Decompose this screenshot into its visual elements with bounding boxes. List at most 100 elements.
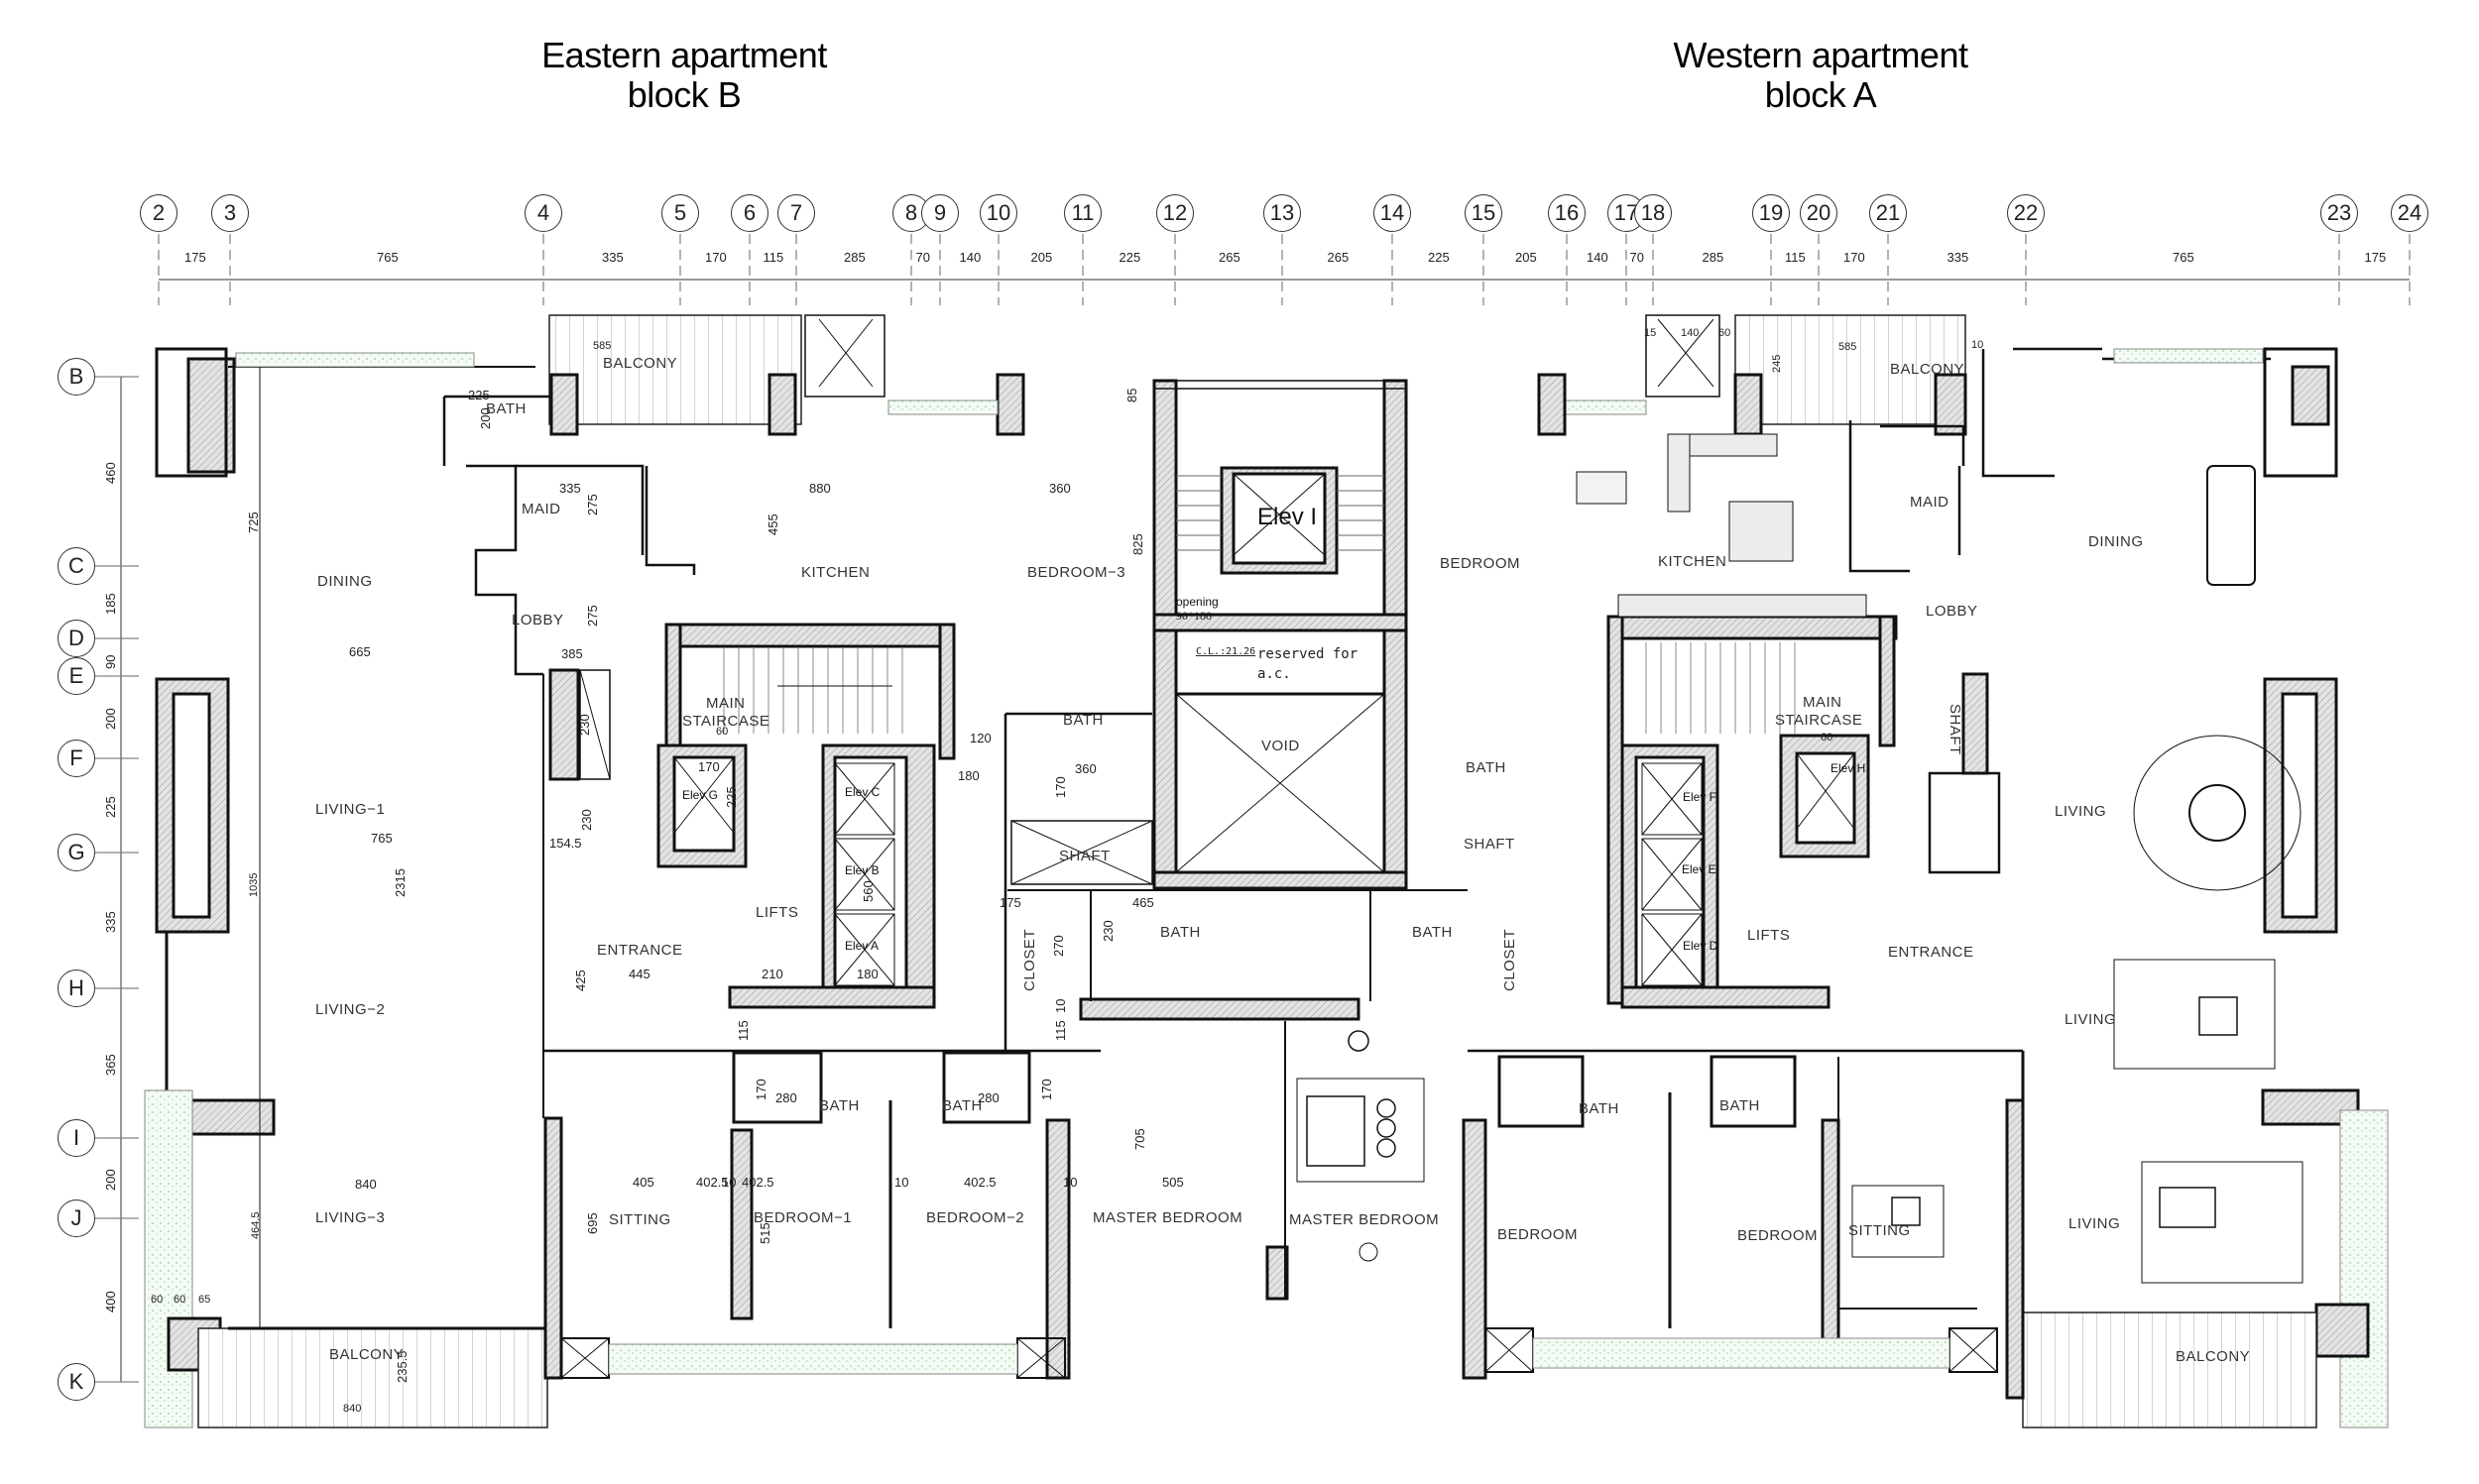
grid-column-bubble: 7 xyxy=(777,194,815,232)
grid-column-bubble: 14 xyxy=(1373,194,1411,232)
room-label: BALCONY xyxy=(603,355,678,372)
dimension-label: 725 xyxy=(246,512,261,533)
elevator-i-label: Elev I xyxy=(1257,504,1318,530)
room-label: LIFTS xyxy=(756,904,799,921)
grid-column-spacing: 265 xyxy=(1219,250,1240,265)
grid-column-bubble: 21 xyxy=(1869,194,1907,232)
room-label: CLOSET xyxy=(1021,928,1038,991)
grid-row-bubble: K xyxy=(58,1363,95,1401)
dimension-label: 170 xyxy=(754,1079,768,1100)
dimension-label: 425 xyxy=(573,970,588,991)
dimension-label: 15 xyxy=(1644,327,1657,339)
dimension-label: 180 xyxy=(857,967,879,981)
grid-column-spacing: 115 xyxy=(1785,250,1806,265)
stair-opening-size: 90*180 xyxy=(1176,609,1212,623)
room-label: SHAFT xyxy=(1059,848,1111,864)
room-label: BALCONY xyxy=(1890,361,1965,378)
dimension-label: 880 xyxy=(809,481,831,496)
dimension-label: 230 xyxy=(579,809,594,831)
grid-column-bubble: 22 xyxy=(2007,194,2045,232)
room-label: LIVING−1 xyxy=(315,801,386,818)
dimension-label: 10 xyxy=(1063,1175,1078,1190)
grid-column-spacing: 285 xyxy=(1702,250,1724,265)
grid-column-bubble: 5 xyxy=(661,194,699,232)
grid-column-bubble: 3 xyxy=(211,194,249,232)
dimension-label: 765 xyxy=(371,831,393,846)
dimension-label: 464.5 xyxy=(250,1211,262,1239)
room-label: BATH xyxy=(1412,924,1453,941)
grid-column-bubble: 9 xyxy=(921,194,959,232)
room-label: BEDROOM xyxy=(1497,1226,1579,1243)
grid-row-spacing: 90 xyxy=(103,654,118,669)
dimension-label: 115 xyxy=(1053,1020,1068,1041)
room-label: BATH xyxy=(1719,1097,1760,1114)
dimension-label: 402.5 xyxy=(742,1175,774,1190)
grid-column-spacing: 205 xyxy=(1515,250,1537,265)
room-label: BEDROOM xyxy=(1737,1227,1819,1244)
grid-column-bubble: 18 xyxy=(1634,194,1672,232)
room-label: DINING xyxy=(317,573,373,590)
dimension-label: 225 xyxy=(724,786,739,808)
title-western-block-a: Western apartment block A xyxy=(1612,36,2029,115)
grid-row-spacing: 365 xyxy=(103,1053,118,1076)
title-eastern-line2: block B xyxy=(627,74,742,115)
room-label: MAID xyxy=(1910,494,1949,511)
grid-column-bubble: 23 xyxy=(2320,194,2358,232)
grid-column-spacing: 175 xyxy=(184,250,206,265)
room-label: LIVING−2 xyxy=(315,1001,386,1018)
grid-column-bubble: 16 xyxy=(1548,194,1586,232)
grid-column-spacing: 140 xyxy=(959,250,982,265)
dimension-label: 405 xyxy=(633,1175,654,1190)
grid-column-bubble: 24 xyxy=(2391,194,2428,232)
room-label: BATH xyxy=(942,1097,983,1114)
room-label: STAIRCASE xyxy=(1775,712,1863,729)
elevator-label: Elev D xyxy=(1683,939,1718,953)
dimension-label: 175 xyxy=(1000,895,1021,910)
room-label: SITTING xyxy=(1848,1222,1911,1239)
grid-column-bubble: 11 xyxy=(1064,194,1102,232)
grid-column-spacing: 335 xyxy=(602,250,624,265)
dimension-label: 560 xyxy=(861,880,876,902)
dimension-label: 230 xyxy=(577,714,592,736)
room-label: SHAFT xyxy=(1464,836,1515,853)
dimension-label: 115 xyxy=(736,1020,751,1041)
dimension-label: 270 xyxy=(1051,935,1066,957)
elevator-label: Elev G xyxy=(682,788,719,802)
dimension-label: 10 xyxy=(894,1175,909,1190)
dimension-label: 275 xyxy=(585,605,600,627)
title-eastern-line1: Eastern apartment xyxy=(541,35,827,75)
room-label: MAIN xyxy=(1803,694,1842,711)
dimension-label: 10 xyxy=(1053,998,1068,1013)
room-label: ENTRANCE xyxy=(597,942,683,959)
room-label: STAIRCASE xyxy=(682,713,770,730)
grid-column-bubble: 8 xyxy=(892,194,930,232)
grid-column-bubble: 6 xyxy=(731,194,768,232)
room-label: BATH xyxy=(1160,924,1201,941)
room-label: BATH xyxy=(486,400,527,417)
grid-column-bubble: 13 xyxy=(1263,194,1301,232)
grid-row-bubble: B xyxy=(58,358,95,396)
dimension-label: 2315 xyxy=(393,868,408,897)
room-label: BATH xyxy=(1063,712,1104,729)
dimension-label: 280 xyxy=(978,1090,1000,1105)
dimension-label: 60 xyxy=(174,1294,186,1306)
dimension-label: 65 xyxy=(198,1294,211,1306)
ceiling-level-note: C.L.:21.26 xyxy=(1196,646,1256,657)
grid-column-bubble: 12 xyxy=(1156,194,1194,232)
western-block-walls xyxy=(1462,314,2389,1428)
dimension-label: 180 xyxy=(958,768,980,783)
stair-opening-label: opening xyxy=(1176,595,1219,609)
dimension-label: 10 xyxy=(1971,339,1984,351)
room-label: LIVING−3 xyxy=(315,1209,386,1226)
grid-column-spacing: 70 xyxy=(915,250,930,265)
dimension-label: 402.5 xyxy=(696,1175,729,1190)
dimension-label: 140 xyxy=(1681,327,1700,339)
dimension-label: 840 xyxy=(355,1177,377,1192)
room-label: BEDROOM−3 xyxy=(1027,564,1126,581)
room-label: LOBBY xyxy=(512,612,564,628)
grid-column-spacing: 115 xyxy=(763,250,784,265)
room-label: BEDROOM xyxy=(1440,555,1521,572)
room-label: KITCHEN xyxy=(1658,553,1727,570)
dimension-label: 505 xyxy=(1162,1175,1184,1190)
room-label: LIVING xyxy=(2055,803,2107,820)
